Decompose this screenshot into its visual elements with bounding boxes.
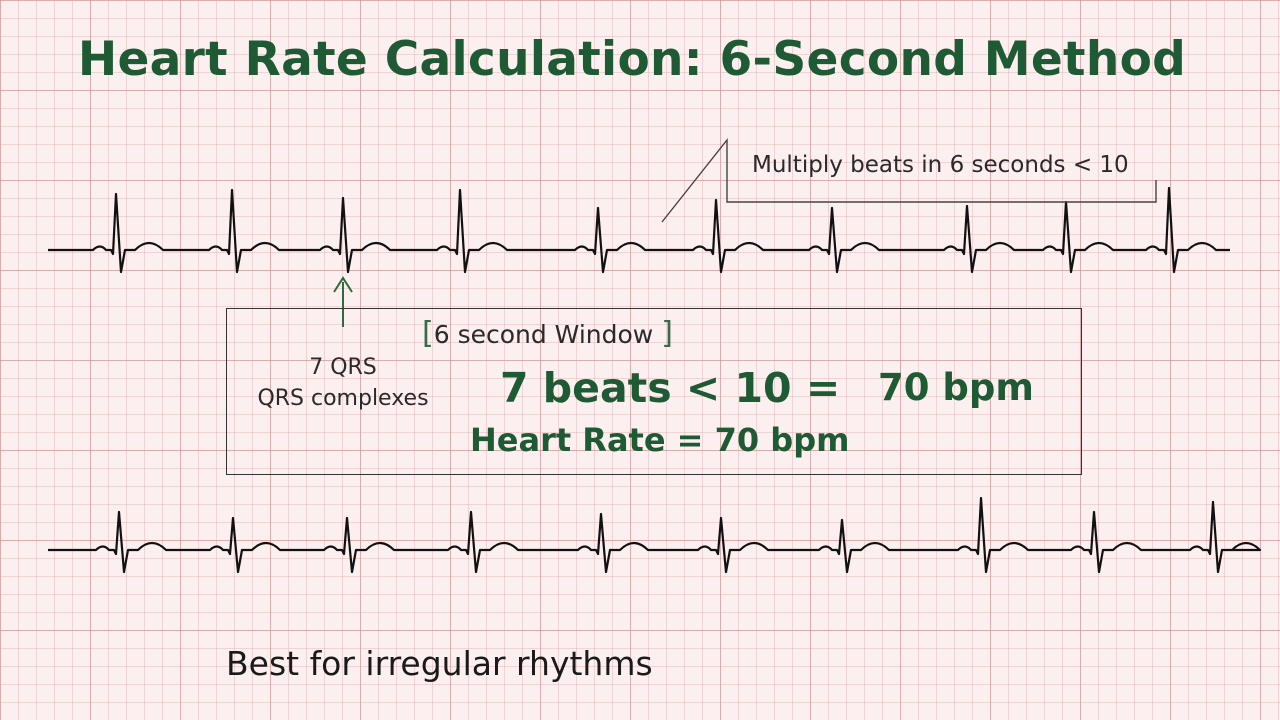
bracket-left-icon: [ xyxy=(422,316,434,351)
ecg-strip-top xyxy=(48,186,1230,274)
callout-pointer xyxy=(661,137,1157,223)
qrs-count-line2: QRS complexes xyxy=(257,386,429,411)
page-title: Heart Rate Calculation: 6-Second Method xyxy=(77,32,1187,87)
qrs-count-label: 7 QRS QRS complexes xyxy=(228,352,458,414)
qrs-count-line1: 7 QRS xyxy=(309,355,377,380)
bracket-right-icon: ] xyxy=(661,316,673,351)
heart-rate-result: Heart Rate = 70 bpm xyxy=(470,421,850,459)
note: Best for irregular rhythms xyxy=(226,644,653,683)
formula: 7 beats < 10 = xyxy=(500,364,841,412)
qrs-arrow-head xyxy=(333,276,353,293)
result: 70 bpm xyxy=(878,366,1034,409)
window-label: [6 second Window ] xyxy=(422,316,673,351)
six-second-window-box xyxy=(226,308,1082,475)
ecg-strip-bottom xyxy=(48,496,1262,574)
callout-text: Multiply beats in 6 seconds < 10 xyxy=(752,152,1129,178)
